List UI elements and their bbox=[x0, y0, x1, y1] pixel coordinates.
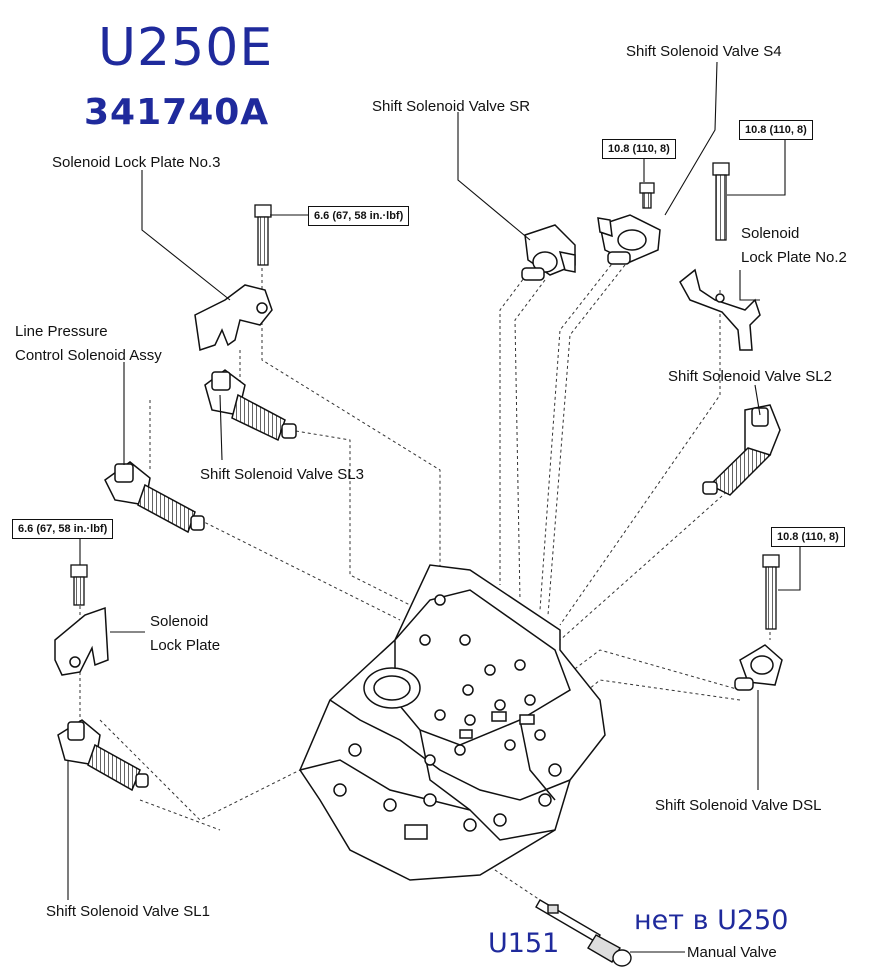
label-manual-valve: Manual Valve bbox=[687, 944, 777, 961]
label-lock-plate-line1: Solenoid bbox=[150, 613, 209, 630]
torque-dsl-bolt: 10.8 (110, 8) bbox=[771, 527, 845, 547]
torque-s4-bolt: 10.8 (110, 8) bbox=[602, 139, 676, 159]
assembly-guide-lines bbox=[79, 250, 771, 901]
shift-solenoid-sr bbox=[521, 224, 576, 281]
s4-bolt bbox=[639, 182, 655, 209]
leader-lines bbox=[67, 61, 801, 953]
line-pressure-solenoid bbox=[104, 461, 205, 534]
note-u151: U151 bbox=[488, 928, 560, 959]
label-line-pressure-line1: Line Pressure bbox=[15, 323, 108, 340]
label-shift-solenoid-sr: Shift Solenoid Valve SR bbox=[372, 98, 531, 115]
shift-solenoid-sl2 bbox=[702, 404, 781, 496]
label-lock-plate-no2-line1: Solenoid bbox=[741, 225, 800, 242]
label-shift-solenoid-dsl: Shift Solenoid Valve DSL bbox=[655, 797, 822, 814]
shift-solenoid-dsl bbox=[734, 644, 783, 691]
valve-body bbox=[299, 564, 606, 881]
label-line-pressure-line2: Control Solenoid Assy bbox=[15, 347, 162, 364]
label-lock-plate-no3: Solenoid Lock Plate No.3 bbox=[52, 154, 221, 171]
label-shift-solenoid-sl2: Shift Solenoid Valve SL2 bbox=[668, 368, 832, 385]
shift-solenoid-sl3 bbox=[204, 369, 297, 442]
model-title: U250E bbox=[98, 18, 274, 78]
note-not-in-u250: нет в U250 bbox=[634, 905, 789, 936]
dsl-bolt bbox=[762, 554, 780, 630]
lock-plate-no3 bbox=[194, 284, 273, 351]
torque-no2-bolt: 10.8 (110, 8) bbox=[739, 120, 813, 140]
shift-solenoid-sl1 bbox=[57, 719, 149, 792]
label-shift-solenoid-s4: Shift Solenoid Valve S4 bbox=[626, 43, 782, 60]
part-number: 341740A bbox=[84, 92, 270, 133]
label-lock-plate-no2-line2: Lock Plate No.2 bbox=[741, 249, 847, 266]
lock-plate-no2 bbox=[679, 268, 761, 351]
no2-bolt bbox=[712, 162, 730, 241]
lock-plate-bolt bbox=[70, 564, 88, 606]
label-lock-plate-line2: Lock Plate bbox=[150, 637, 221, 654]
label-shift-solenoid-sl3: Shift Solenoid Valve SL3 bbox=[200, 466, 364, 483]
label-shift-solenoid-sl1: Shift Solenoid Valve SL1 bbox=[46, 903, 210, 920]
manual-valve bbox=[535, 899, 632, 967]
no3-bolt bbox=[254, 204, 272, 266]
torque-lock-plate-bolt: 6.6 (67, 58 in.·lbf) bbox=[12, 519, 114, 539]
lock-plate bbox=[54, 606, 109, 676]
torque-no3-bolt: 6.6 (67, 58 in.·lbf) bbox=[308, 206, 410, 226]
shift-solenoid-s4 bbox=[597, 214, 661, 265]
